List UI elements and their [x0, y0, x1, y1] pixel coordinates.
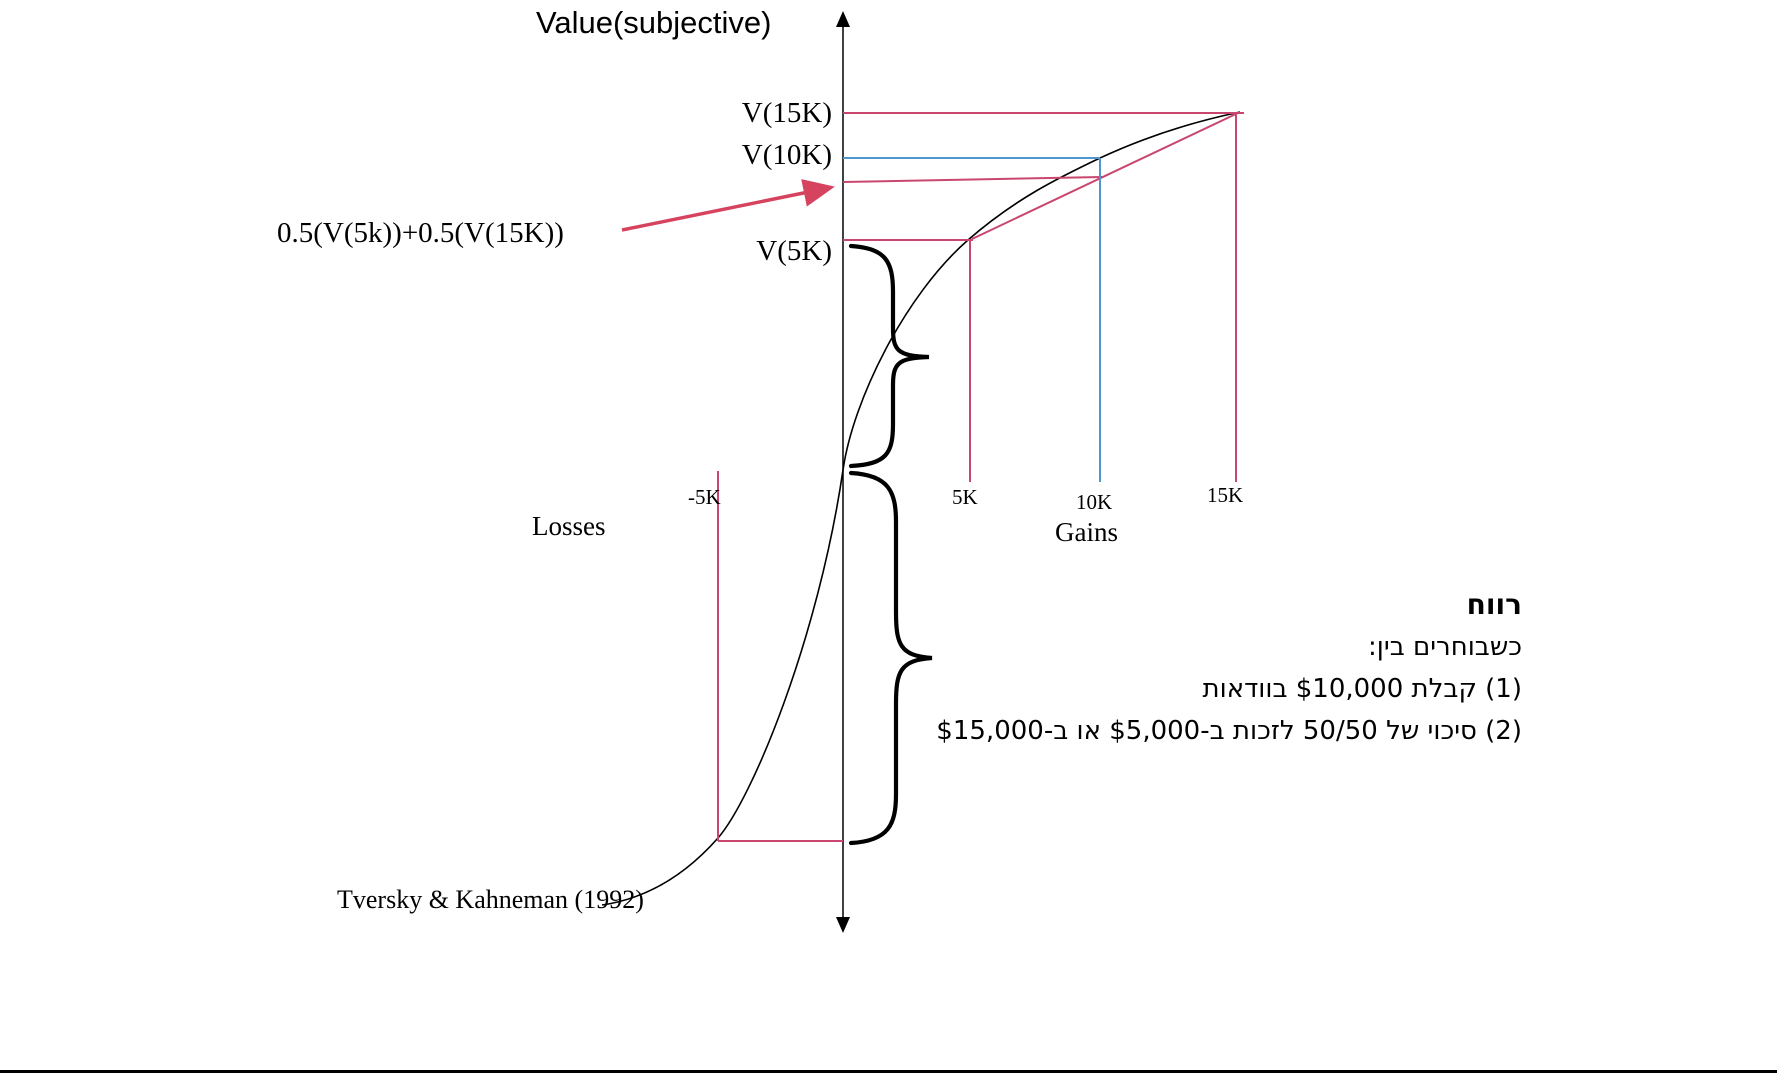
value-axis-title: Value(subjective)	[536, 5, 772, 40]
losses-label: Losses	[532, 511, 606, 541]
tick-10k: 10K	[1076, 490, 1113, 514]
gains-brace	[848, 243, 930, 469]
value-axis-top-arrowhead	[836, 11, 850, 27]
value-axis-bottom-arrowhead	[836, 917, 850, 933]
hebrew-note: רווח כשבוחרים בין: (1) קבלת $10,000 בווד…	[936, 584, 1522, 752]
hebrew-note-option1: (1) קבלת $10,000 בוודאות	[1202, 674, 1522, 704]
hebrew-note-intro: כשבוחרים בין:	[1368, 632, 1522, 662]
losses-brace	[848, 470, 933, 846]
hebrew-note-heading: רווח	[1466, 588, 1522, 621]
chord-5k-15k	[971, 112, 1239, 240]
tick-neg-5k: -5K	[688, 485, 721, 509]
bottom-border	[0, 1070, 1777, 1073]
v5k-label: V(5K)	[756, 235, 832, 267]
expected-value-formula-label: 0.5(V(5k))+0.5(V(15K))	[277, 217, 564, 249]
v10k-label: V(10K)	[741, 139, 832, 171]
tick-5k: 5K	[952, 485, 978, 509]
gains-label: Gains	[1055, 517, 1118, 547]
tick-15k: 15K	[1207, 483, 1244, 507]
hebrew-note-option2: (2) סיכוי של 50/50 לזכות ב-$5,000 או ב-$…	[936, 716, 1522, 746]
expected-value-line	[842, 176, 1103, 183]
citation-label: Tversky & Kahneman (1992)	[337, 885, 644, 914]
v15k-label: V(15K)	[741, 97, 832, 129]
formula-arrow	[621, 179, 835, 232]
